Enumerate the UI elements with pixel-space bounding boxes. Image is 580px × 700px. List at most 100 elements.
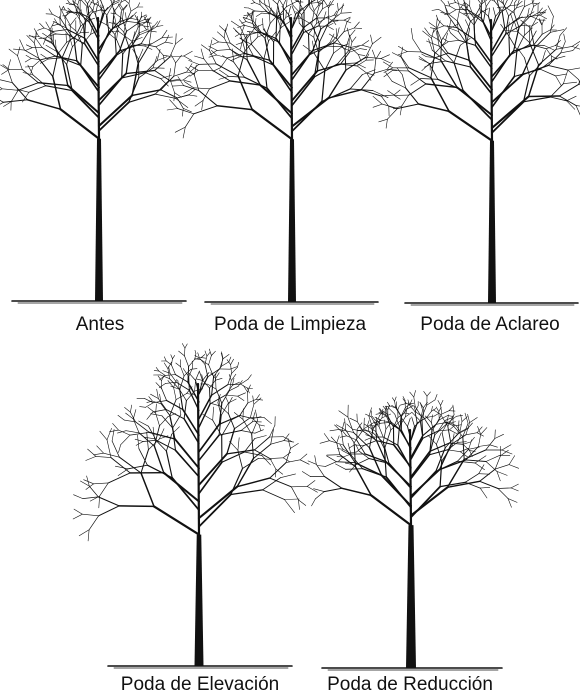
tree-branch bbox=[217, 32, 224, 38]
tree-branch bbox=[397, 408, 402, 416]
tree-branch bbox=[133, 410, 136, 420]
tree-branch bbox=[194, 88, 210, 89]
tree-branch bbox=[466, 433, 477, 435]
tree-branch bbox=[126, 71, 154, 74]
tree-branch bbox=[138, 16, 139, 27]
tree-branch bbox=[480, 488, 487, 498]
tree-branch bbox=[421, 79, 438, 80]
tree-branch bbox=[410, 400, 412, 404]
tree-branch bbox=[563, 82, 576, 84]
tree-branch bbox=[98, 497, 119, 506]
tree-branch bbox=[510, 5, 518, 6]
tree-branch bbox=[572, 41, 580, 47]
tree-branch bbox=[146, 403, 154, 408]
tree-branch bbox=[154, 446, 163, 473]
tree-branch bbox=[255, 437, 270, 450]
tree-branch bbox=[540, 15, 546, 19]
tree-branch bbox=[362, 41, 369, 46]
tree-branch bbox=[213, 38, 219, 42]
tree-branch bbox=[156, 383, 162, 389]
tree-branch bbox=[104, 453, 120, 457]
tree-branch bbox=[345, 50, 346, 70]
tree-branch bbox=[49, 9, 52, 14]
tree-branch bbox=[450, 430, 457, 434]
tree-branch bbox=[133, 32, 136, 42]
tree-branch bbox=[108, 473, 130, 483]
tree-branch bbox=[383, 429, 386, 442]
tree-branch bbox=[419, 104, 450, 111]
tree-branch bbox=[211, 351, 215, 355]
tree-branch bbox=[231, 21, 240, 27]
tree-branch bbox=[173, 86, 184, 87]
tree-branch bbox=[524, 0, 525, 7]
tree-branch bbox=[315, 456, 317, 465]
tree-branch bbox=[99, 51, 120, 75]
tree-branch bbox=[236, 43, 242, 45]
tree-branch bbox=[286, 0, 287, 7]
tree-branch bbox=[227, 360, 231, 365]
tree-branch bbox=[164, 363, 168, 369]
tree-branch bbox=[208, 369, 220, 377]
tree-branch bbox=[107, 428, 112, 440]
tree-branch bbox=[251, 3, 255, 4]
tree-branch bbox=[178, 77, 184, 86]
tree-branch bbox=[229, 357, 231, 362]
tree-branch bbox=[26, 45, 32, 48]
tree-branch bbox=[169, 68, 171, 81]
tree-branch bbox=[113, 12, 115, 29]
tree-branch bbox=[77, 61, 99, 88]
tree-branch bbox=[476, 45, 493, 68]
tree-branch bbox=[183, 75, 190, 80]
tree-branch bbox=[421, 52, 441, 60]
tree-branch bbox=[509, 456, 515, 465]
tree-branch bbox=[0, 83, 2, 89]
tree-branch bbox=[171, 359, 172, 365]
tree-branch bbox=[0, 94, 3, 103]
tree-branch bbox=[249, 8, 256, 11]
tree-branch bbox=[189, 60, 199, 64]
tree-branch bbox=[124, 0, 128, 4]
tree-branch bbox=[122, 54, 123, 78]
tree-branch bbox=[0, 89, 2, 94]
tree-branch bbox=[270, 0, 277, 4]
tree-aclareo bbox=[373, 0, 580, 305]
tree-branch bbox=[199, 358, 205, 364]
tree-branch bbox=[201, 358, 206, 359]
tree-branch bbox=[465, 474, 479, 483]
tree-branch bbox=[221, 403, 228, 416]
tree-branch bbox=[157, 57, 167, 61]
caption-poda-elevacion: Poda de Elevación bbox=[100, 674, 300, 696]
tree-branch bbox=[555, 40, 560, 45]
tree-branch bbox=[340, 436, 347, 438]
tree-branch bbox=[143, 440, 156, 441]
tree-branch bbox=[212, 377, 214, 396]
tree-branch bbox=[318, 466, 326, 467]
tree-branch bbox=[262, 18, 263, 29]
tree-branch bbox=[182, 344, 185, 349]
tree-branch bbox=[438, 20, 444, 26]
tree-branch bbox=[453, 405, 454, 415]
tree-branch bbox=[329, 441, 343, 445]
tree-branch bbox=[336, 462, 355, 463]
tree-branch bbox=[170, 415, 175, 439]
tree-branch bbox=[292, 77, 314, 106]
tree-branch bbox=[78, 0, 80, 5]
tree-branch bbox=[201, 45, 209, 51]
tree-branch bbox=[376, 413, 381, 414]
tree-branch bbox=[502, 11, 505, 28]
tree-branch bbox=[349, 35, 352, 42]
tree-branch bbox=[515, 22, 518, 32]
tree-branch bbox=[39, 38, 46, 39]
tree-branch bbox=[85, 38, 100, 62]
tree-branch bbox=[27, 35, 34, 43]
tree-branch bbox=[427, 400, 435, 405]
tree-branch bbox=[184, 82, 193, 88]
tree-branch bbox=[276, 18, 277, 38]
tree-branch bbox=[327, 456, 337, 462]
tree-branch bbox=[413, 39, 421, 52]
tree-branch bbox=[264, 418, 271, 424]
tree-branch bbox=[300, 454, 307, 460]
tree-branch bbox=[219, 26, 225, 32]
tree-branch bbox=[556, 35, 560, 49]
tree-branch bbox=[357, 60, 366, 66]
